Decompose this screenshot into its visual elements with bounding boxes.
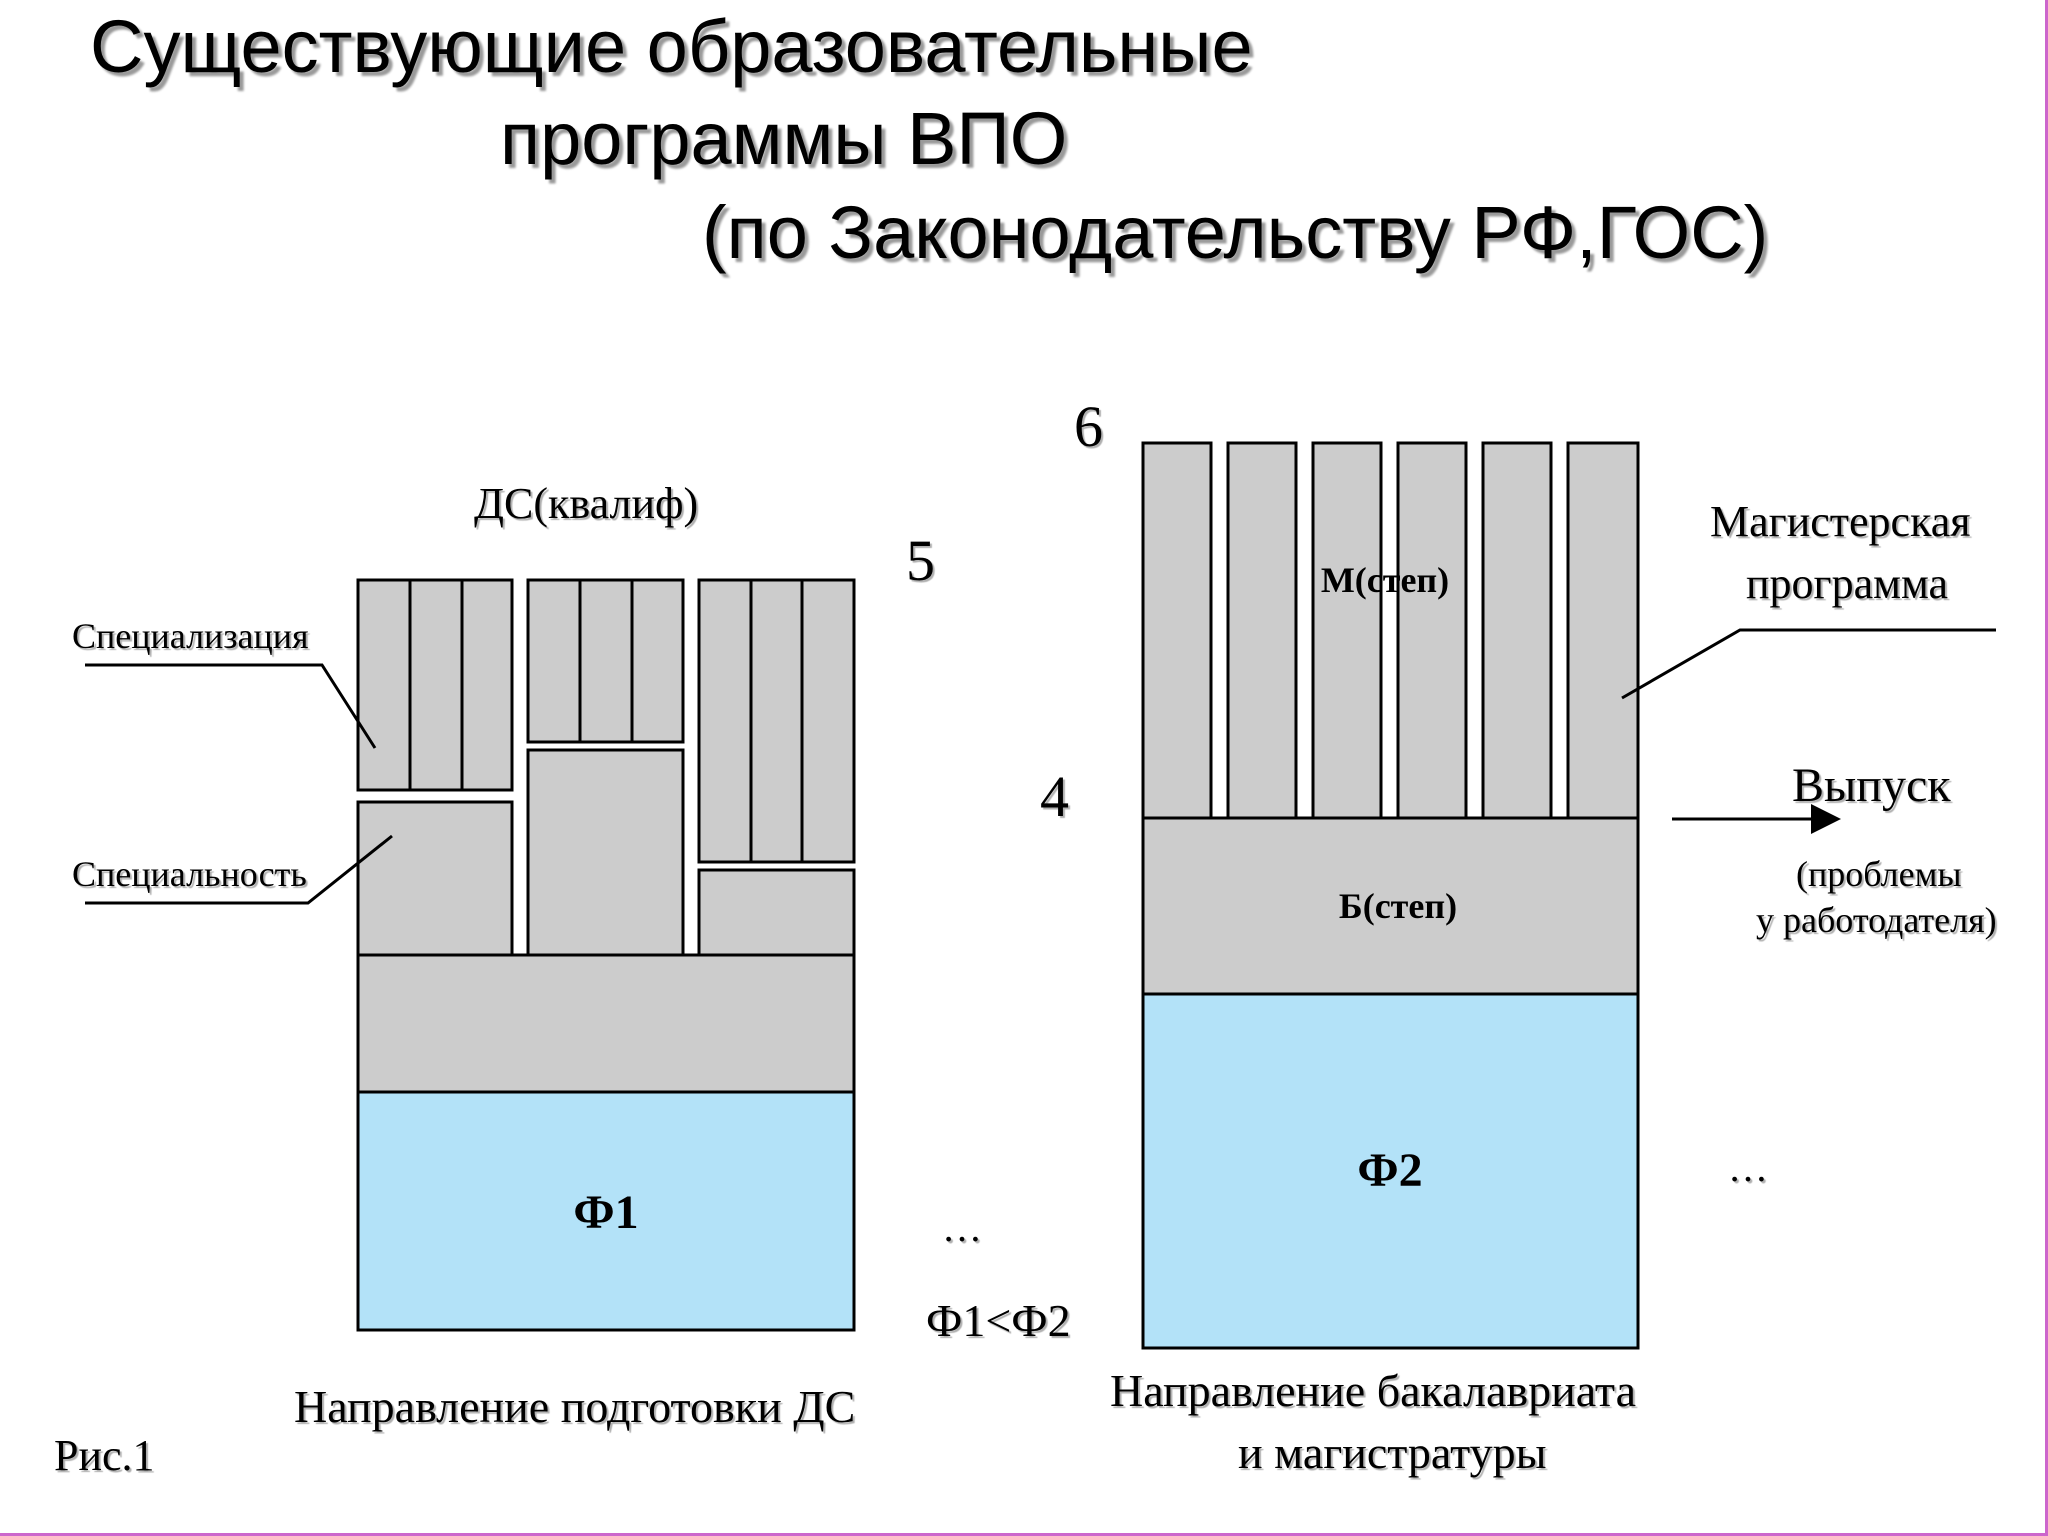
right-bachelor-block (1141, 816, 1640, 996)
right-caption-line2: и магистратуры (1238, 1427, 1547, 1478)
ellipsis-right: … (1728, 1145, 1768, 1190)
comparison-label: Ф1<Ф2 (926, 1295, 1071, 1346)
figure-label: Рис.1 (54, 1431, 155, 1480)
left-col3-specialization (697, 578, 856, 864)
specialty-label: Специальность (72, 854, 307, 894)
specialty-callout-line (85, 834, 393, 905)
left-col1-specialization (356, 578, 514, 792)
title-line-1: Существующие образовательные (90, 5, 1253, 88)
left-caption: Направление подготовки ДС (294, 1381, 856, 1432)
master-program-callout-line (1621, 628, 1996, 700)
foundation-label-f2: Ф2 (1357, 1144, 1422, 1197)
right-border-accent (2045, 0, 2048, 1536)
master-program-column (1226, 441, 1298, 820)
master-program-label-line1: Магистерская (1710, 497, 1971, 546)
title-line-3: (по Законодательству РФ,ГОС) (702, 191, 1769, 274)
foundation-label-f1: Ф1 (573, 1186, 638, 1239)
master-program-column (1141, 441, 1213, 820)
bachelor-degree-label: Б(степ) (1339, 886, 1457, 926)
bottom-border-accent (0, 1533, 2048, 1536)
master-program-column (1481, 441, 1553, 820)
master-program-column (1311, 441, 1383, 820)
master-degree-label: М(степ) (1321, 560, 1449, 600)
master-program-column (1396, 441, 1468, 820)
level-label-5: 5 (906, 528, 935, 593)
specialization-label: Специализация (72, 616, 309, 656)
right-caption-line1: Направление бакалавриата (1110, 1365, 1637, 1416)
left-col2-specialty (526, 748, 685, 957)
left-foundation-block (356, 1090, 856, 1332)
master-program-label-line2: программа (1746, 559, 1949, 608)
qualification-label: ДС(квалиф) (474, 479, 699, 528)
left-common-block (356, 953, 856, 1094)
title-line-2: программы ВПО (500, 97, 1068, 180)
master-program-column (1566, 441, 1640, 820)
ellipsis-left: … (942, 1205, 982, 1250)
graduation-note-line2: у работодателя) (1756, 900, 1997, 940)
left-col2-specialization (526, 578, 685, 744)
left-col3-specialty (697, 868, 856, 957)
graduation-label: Выпуск (1792, 759, 1951, 812)
level-label-6: 6 (1074, 394, 1103, 459)
specialization-callout-line (85, 663, 377, 749)
level-label-4: 4 (1040, 764, 1069, 829)
graduation-note-line1: (проблемы (1796, 854, 1962, 894)
left-col1-specialty (356, 800, 514, 957)
right-foundation-block (1141, 992, 1640, 1350)
